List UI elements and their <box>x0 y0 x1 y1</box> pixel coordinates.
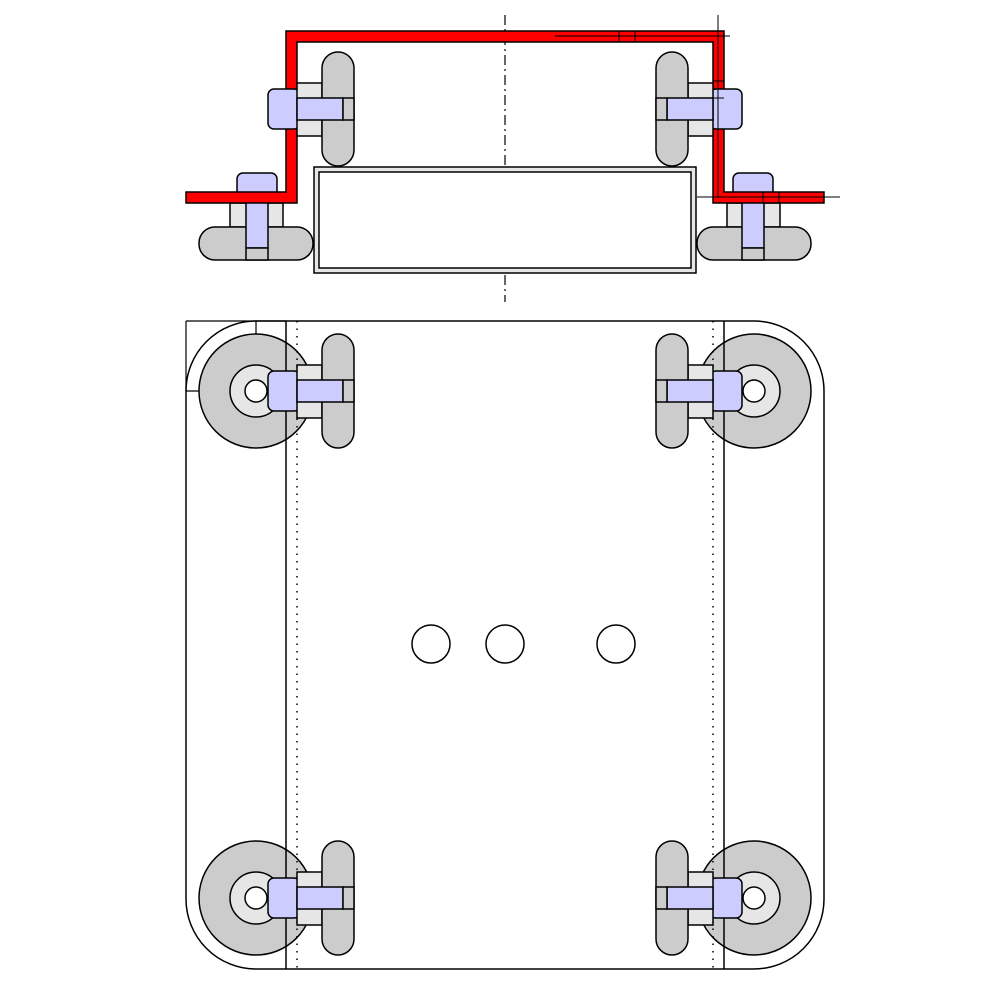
construction-lines <box>555 15 840 203</box>
channel-bracket <box>185 30 825 204</box>
rail-box <box>313 166 697 274</box>
mounting-holes <box>411 624 636 664</box>
side-wheel-left <box>267 51 355 167</box>
hole <box>485 624 525 664</box>
section-view <box>185 15 840 302</box>
hole <box>596 624 636 664</box>
plan-view <box>185 320 825 970</box>
hole <box>411 624 451 664</box>
side-wheel-right <box>655 51 743 167</box>
